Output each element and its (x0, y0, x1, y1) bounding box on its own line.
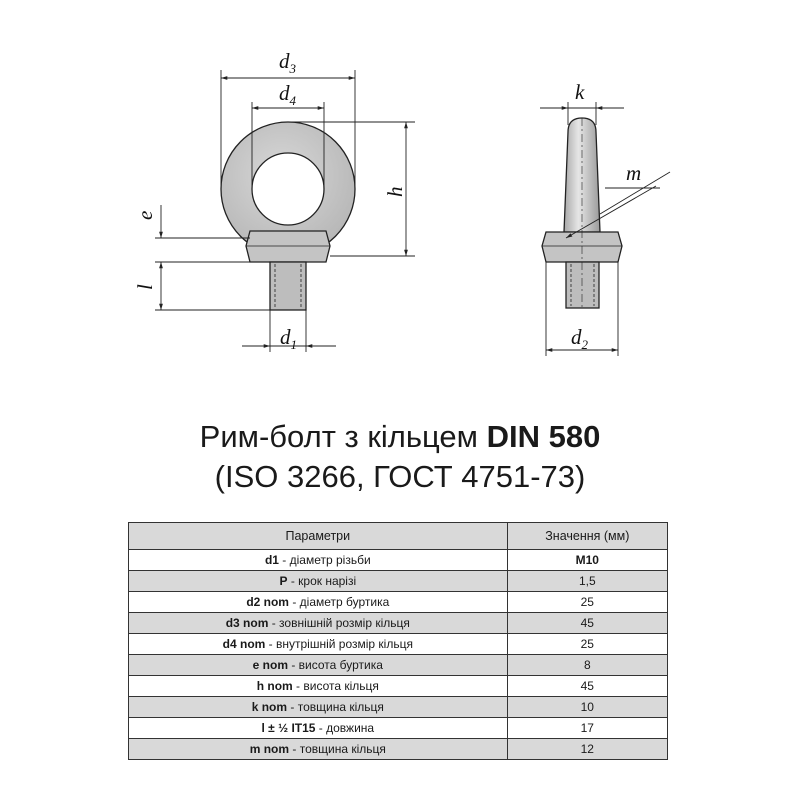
collar (245, 230, 331, 263)
parameter-cell: e nom - висота буртика (128, 654, 508, 676)
parameter-cell: m nom - товщина кільця (128, 738, 508, 760)
parameter-cell: d2 nom - діаметр буртика (128, 591, 508, 613)
value-cell: 17 (506, 717, 669, 739)
side-view (541, 117, 623, 310)
parameter-description: - зовнішній розмір кільця (268, 616, 410, 630)
side-ring (563, 117, 601, 233)
parameter-symbol: l ± ½ IT15 (261, 721, 316, 735)
parameter-symbol: d2 nom (246, 595, 289, 609)
label-d3: d3 (279, 49, 297, 76)
parameter-description: - довжина (315, 721, 375, 735)
label-e: e (133, 211, 157, 220)
parameter-description: - товщина кільця (287, 700, 384, 714)
value-cell: 25 (506, 633, 669, 655)
value-cell: 45 (506, 675, 669, 697)
title-line-1: Рим-болт з кільцем DIN 580 (199, 419, 601, 454)
front-dimensions (155, 70, 415, 352)
label-m: m (626, 161, 641, 185)
value-cell: M10 (506, 549, 669, 571)
parameter-description: - висота кільця (292, 679, 379, 693)
thread-shank (269, 261, 307, 311)
parameter-symbol: d3 nom (225, 616, 269, 630)
parameter-symbol: k nom (251, 700, 288, 714)
value-cell: 25 (506, 591, 669, 613)
eye-bolt-drawing: d3 d4 d1 d2 h e l k m (133, 49, 671, 356)
parameter-description: - діаметр різьби (278, 553, 371, 567)
parameter-cell: l ± ½ IT15 - довжина (128, 717, 508, 739)
parameter-cell: h nom - висота кільця (128, 675, 508, 697)
label-d4: d4 (279, 81, 297, 108)
product-title: Рим-болт з кільцем DIN 580 (ISO 3266, ГО… (0, 417, 800, 497)
value-cell: 45 (506, 612, 669, 634)
label-d2: d2 (571, 325, 589, 352)
parameter-description: - діаметр буртика (288, 595, 390, 609)
label-d1: d1 (280, 325, 297, 352)
title-line-2: (ISO 3266, ГОСТ 4751-73) (214, 459, 586, 494)
label-k: k (575, 80, 585, 104)
parameter-cell: P - крок нарізі (128, 570, 508, 592)
parameter-description: - крок нарізі (287, 574, 357, 588)
parameter-symbol: m nom (249, 742, 290, 756)
parameter-symbol: d4 nom (222, 637, 266, 651)
parameter-symbol: d1 (264, 553, 279, 567)
parameter-description: - висота буртика (288, 658, 383, 672)
value-cell: 1,5 (506, 570, 669, 592)
parameter-description: - товщина кільця (289, 742, 386, 756)
parameter-symbol: e nom (252, 658, 289, 672)
label-h: h (383, 187, 407, 198)
header-parameters: Параметри (128, 522, 508, 550)
parameter-cell: d4 nom - внутрішній розмір кільця (128, 633, 508, 655)
parameter-symbol: P (279, 574, 288, 588)
side-thread-shank (565, 261, 600, 309)
header-value: Значення (мм) (506, 522, 669, 550)
table-header-row: Параметри Значення (мм) (128, 522, 669, 550)
parameter-description: - внутрішній розмір кільця (265, 637, 413, 651)
parameters-table: Параметри Значення (мм) d1 - діаметр різ… (128, 522, 669, 760)
label-l: l (133, 284, 157, 290)
ring-inner (251, 152, 325, 226)
title-standard: DIN 580 (486, 419, 601, 454)
parameter-cell: d3 nom - зовнішній розмір кільця (128, 612, 508, 634)
parameter-cell: k nom - товщина кільця (128, 696, 508, 718)
parameter-symbol: h nom (256, 679, 293, 693)
parameter-cell: d1 - діаметр різьби (128, 549, 508, 571)
front-view (220, 121, 356, 311)
side-dimensions (540, 102, 671, 356)
value-cell: 10 (506, 696, 669, 718)
value-cell: 12 (506, 738, 669, 760)
value-cell: 8 (506, 654, 669, 676)
dimension-labels: d3 d4 d1 d2 h e l k m (133, 49, 641, 352)
